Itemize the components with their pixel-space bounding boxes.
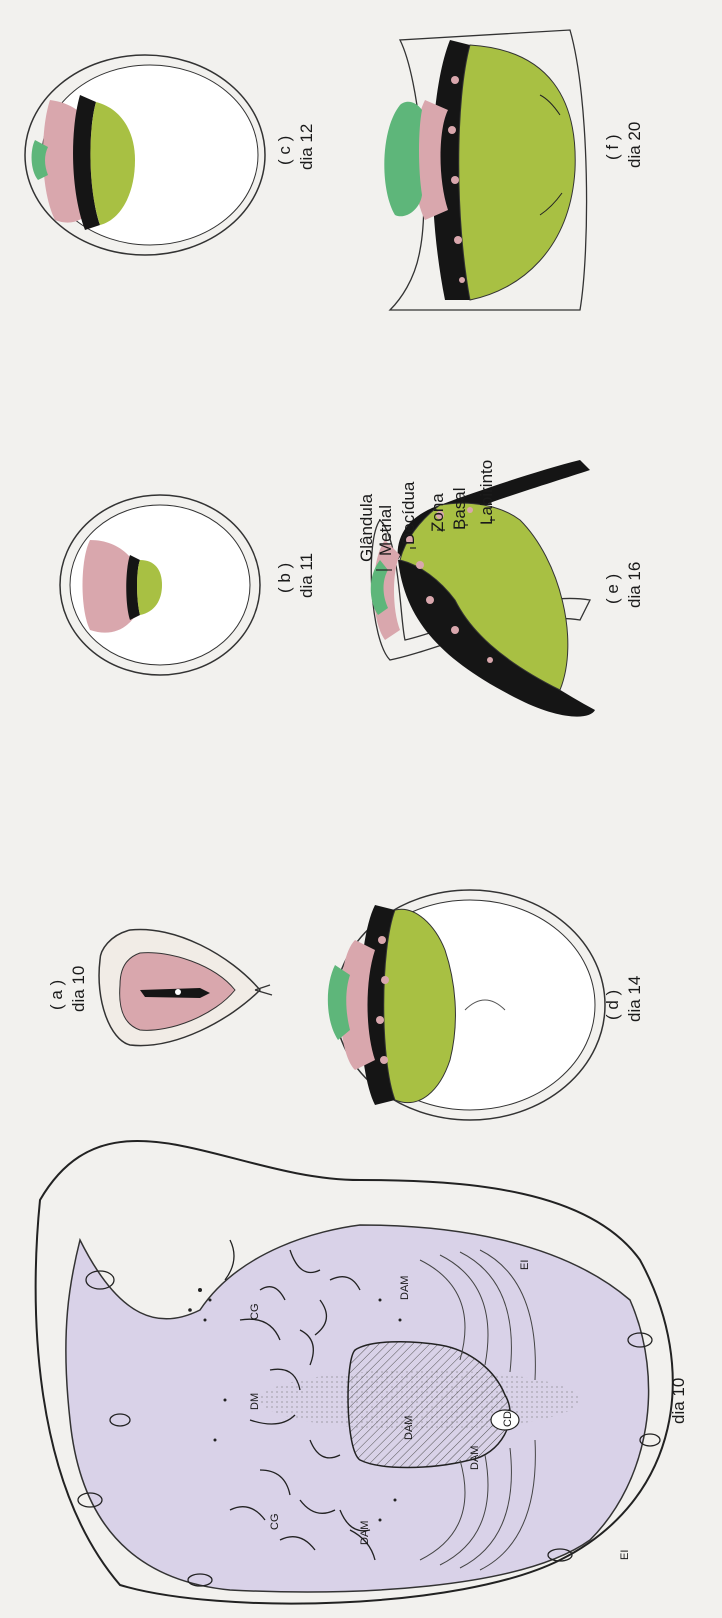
label-dam-lower-left: DAM [359, 1521, 371, 1545]
panel-d-day: dia 14 [625, 976, 644, 1022]
panel-b-day: dia 11 [297, 553, 316, 598]
label-ei-lower: EI [619, 1550, 631, 1560]
label-dam-lower-right: DAM [469, 1446, 481, 1470]
panel-a-lumen [175, 989, 181, 995]
panel-e-day: dia 16 [625, 562, 644, 608]
large-section-diagram: DM CG CG DAM DAM DAM DAM EI EI CD dia 10 [36, 1141, 688, 1604]
panel-c-letter: ( c ) [275, 136, 294, 165]
panel-f-dia-20: ( f ) dia 20 [384, 30, 644, 310]
label-dm: DM [249, 1393, 261, 1410]
legend-metrial: Metrial [376, 505, 395, 556]
panel-a-letter: ( a ) [47, 980, 66, 1010]
panel-f-letter: ( f ) [603, 135, 622, 161]
label-ei-upper: EI [519, 1260, 531, 1270]
panel-a-day: dia 10 [69, 966, 88, 1012]
panel-f-day: dia 20 [625, 122, 644, 168]
panel-d-dia-14: ( d ) dia 14 [328, 890, 644, 1120]
legend-decidua: Decídua [399, 481, 418, 545]
large-panel-day: dia 10 [669, 1378, 688, 1424]
panel-b-letter: ( b ) [275, 563, 294, 593]
panel-a-dia-10: ( a ) dia 10 [47, 929, 272, 1045]
panel-c-day: dia 12 [297, 124, 316, 170]
panel-c-dia-12: ( c ) dia 12 [25, 55, 316, 255]
legend-glandula: Glândula [357, 493, 376, 562]
panel-e-letter: ( e ) [603, 574, 622, 604]
legend-zona: Zona [428, 493, 447, 532]
label-cg-upper: CG [249, 1304, 261, 1321]
label-cg-lower: CG [269, 1514, 281, 1531]
panel-b-dia-11: ( b ) dia 11 [60, 495, 316, 675]
panel-d-letter: ( d ) [603, 990, 622, 1020]
panel-f-glandula [384, 102, 422, 217]
legend-labirinto: Labirinto [477, 460, 496, 525]
legend-basal: Basal [450, 487, 469, 530]
label-dam-upper: DAM [399, 1276, 411, 1300]
panel-f-labirinto [459, 45, 575, 300]
label-cd: CD [502, 1411, 514, 1427]
panel-e-dia-16: Glândula Metrial Decídua Zona Basal Labi… [357, 460, 644, 717]
label-dam-mid-right: DAM [403, 1416, 415, 1440]
